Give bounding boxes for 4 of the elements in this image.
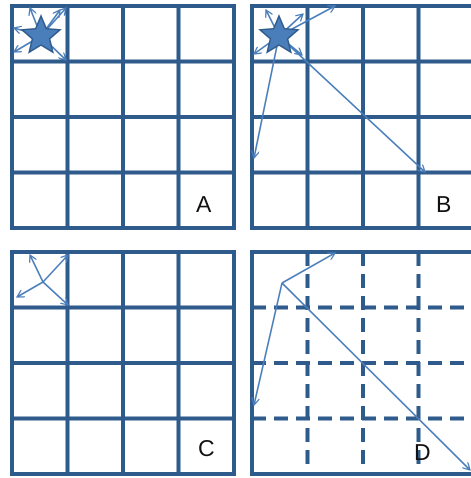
panel-letter: C	[198, 436, 215, 460]
panel-letter: B	[436, 192, 452, 216]
panel-letter: A	[196, 192, 212, 216]
panel-letter: D	[414, 440, 431, 464]
